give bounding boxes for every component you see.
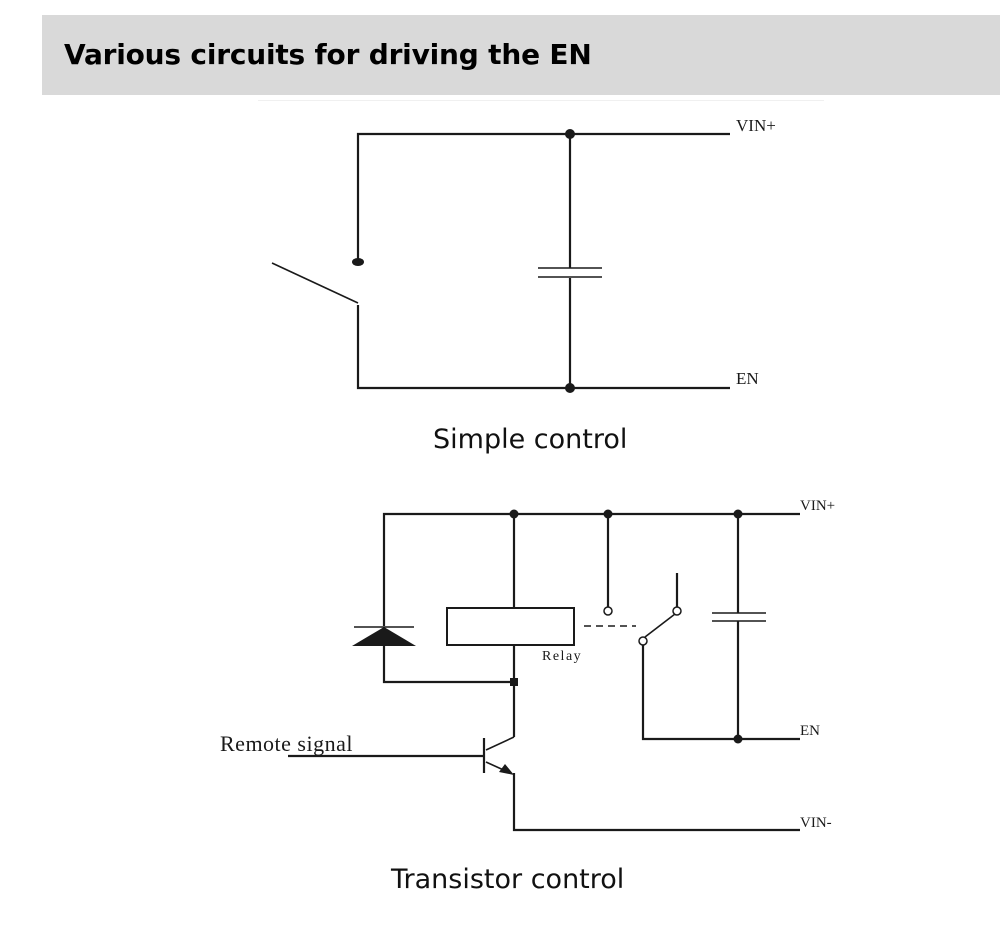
relay-label: Relay [542,649,582,664]
section-header: Various circuits for driving the EN [42,15,1000,95]
simple-control-caption: Simple control [433,424,628,455]
junction-dot [510,678,518,686]
transistor-control-wires [288,512,800,832]
remote-signal-label: Remote signal [220,731,353,756]
figure-top-border [258,100,824,101]
en-label: EN [736,369,759,388]
diode-return-wire [382,646,514,684]
en-rail [641,642,800,741]
section-title: Various circuits for driving the EN [64,38,592,71]
relay-switch-icon [584,573,682,646]
relay-coil-icon [446,607,575,646]
junction-dot [565,129,575,139]
capacitor-icon [712,612,766,622]
diode-icon [352,626,416,646]
junction-dot [733,734,743,744]
vin-minus-label: VIN- [800,815,832,831]
en-label: EN [800,723,820,739]
switch-icon [271,258,364,304]
en-rail [356,305,730,390]
transistor-control-caption: Transistor control [391,864,625,895]
junction-dot [733,509,743,519]
capacitor-icon [538,267,602,278]
simple-control-wires [356,132,730,390]
npn-transistor-icon [482,736,515,775]
vin-plus-label: VIN+ [800,498,835,514]
junction-dot [603,509,613,519]
junction-dot [565,383,575,393]
vin-plus-label: VIN+ [736,116,776,135]
vin-minus-rail [512,773,800,832]
vin-plus-rail [382,512,800,626]
vin-plus-rail [356,132,730,262]
junction-dot [509,509,519,519]
